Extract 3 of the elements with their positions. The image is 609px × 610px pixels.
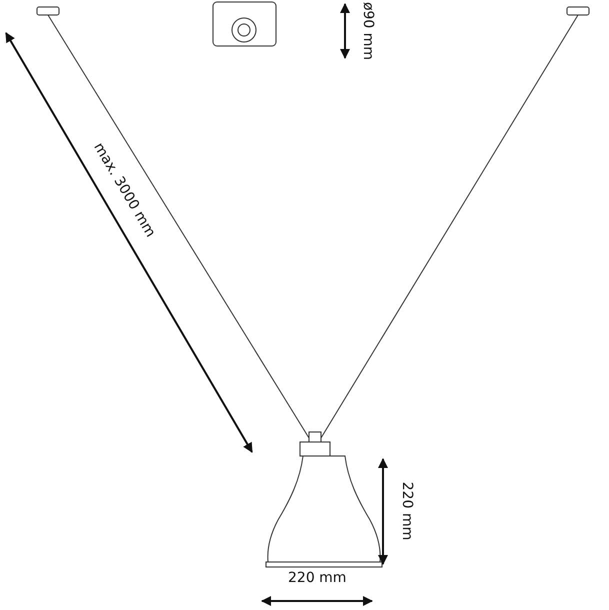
dimension-label: ø90 mm	[360, 2, 376, 60]
dimension-label: 220 mm	[399, 482, 416, 540]
dimension-label: 220 mm	[288, 570, 346, 586]
